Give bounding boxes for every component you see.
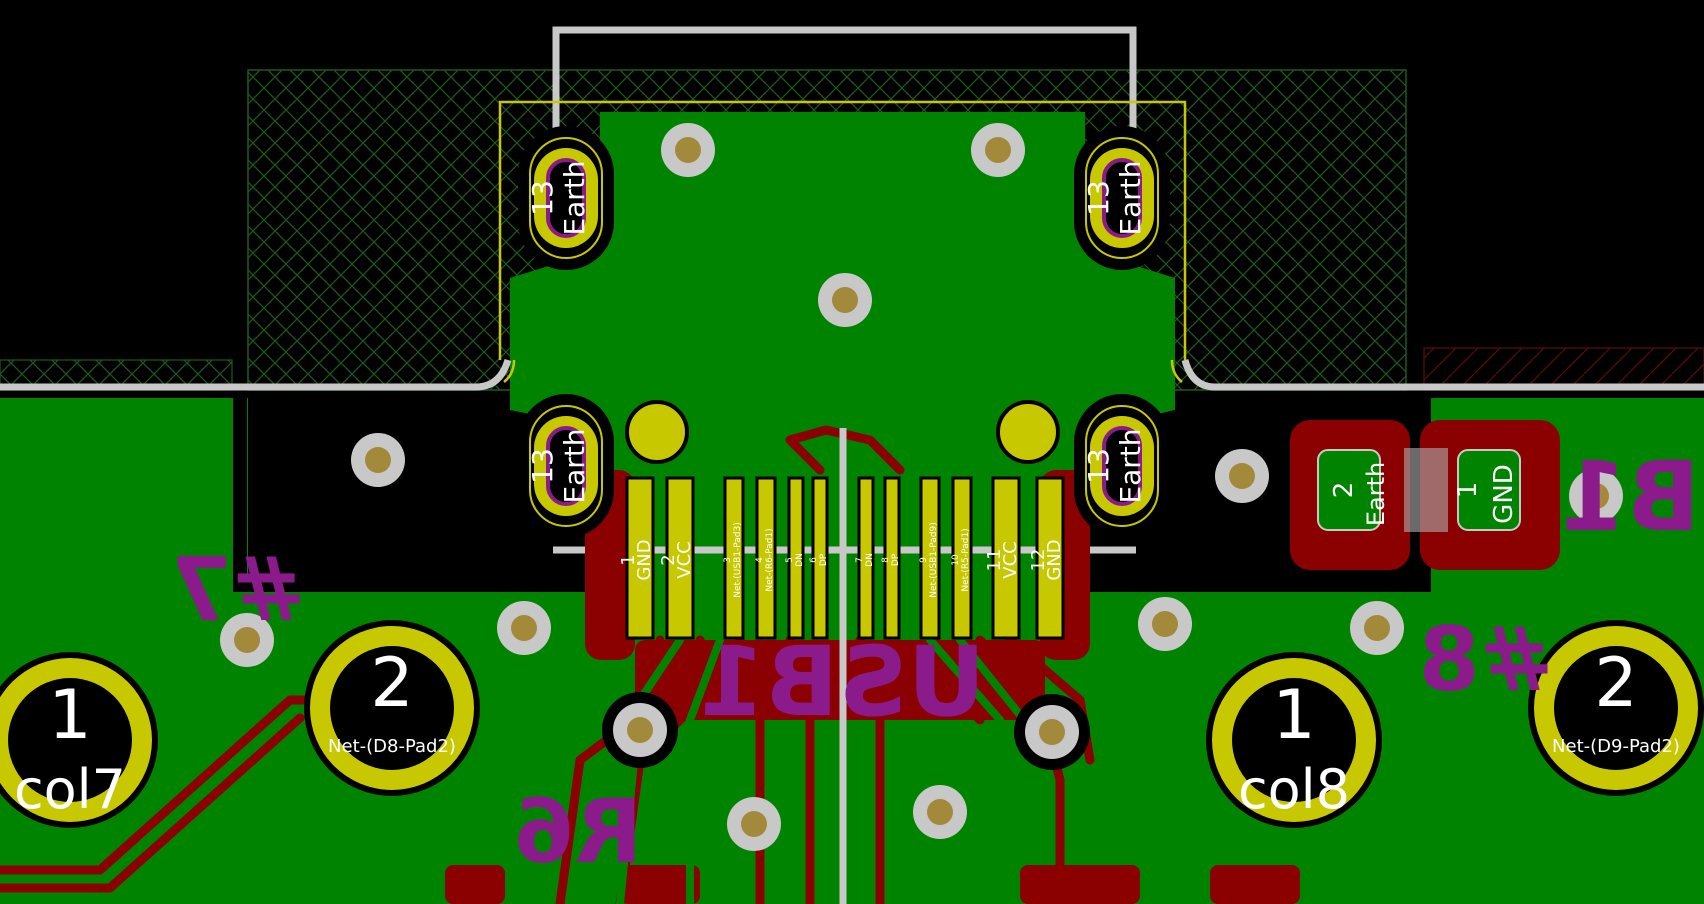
shield-pad-number: 13 — [1082, 448, 1115, 484]
shield-pad-net: Earth — [558, 160, 591, 235]
usb-signal-pad-number: 10 — [951, 554, 961, 566]
via-drill — [675, 137, 701, 163]
connector-mounting-holes[interactable] — [625, 400, 1060, 464]
silk-usb1: USB1 — [698, 626, 985, 738]
usb-signal-pad-number: 4 — [755, 557, 765, 563]
via-drill — [741, 811, 767, 837]
switch-pad-number: 2 — [1594, 644, 1637, 723]
via-drill — [1229, 463, 1255, 489]
b1-pad2-label: 2 — [1329, 482, 1359, 499]
via-drill — [985, 137, 1011, 163]
via-drill — [511, 615, 537, 641]
usb-signal-pad[interactable] — [1035, 476, 1065, 640]
usb-signal-pad-number: 6 — [809, 557, 819, 563]
usb-signal-pad[interactable] — [787, 476, 805, 640]
switch-pad-number: 1 — [48, 676, 91, 755]
via-drill — [1152, 611, 1178, 637]
switch-pad-net: col8 — [1238, 758, 1350, 821]
usb-signal-pad-number: 7 — [855, 557, 865, 563]
shield-pad-number: 13 — [526, 180, 559, 216]
usb-signal-pad[interactable] — [991, 476, 1021, 640]
usb-signal-pad-net: Net-(R6-Pad1) — [765, 528, 775, 591]
slot-drill — [546, 158, 586, 238]
usb-signal-pad-net: DN — [865, 553, 875, 567]
usb-signal-pad[interactable] — [723, 476, 745, 640]
pad-drill — [1554, 646, 1678, 770]
usb-signal-pad[interactable] — [883, 476, 901, 640]
silk-b1: B1 — [1560, 441, 1700, 553]
b1-pad2-net: Earth — [1362, 462, 1390, 526]
via-drill — [627, 717, 653, 743]
silk-r6: R6 — [514, 780, 643, 883]
pad-drill — [8, 678, 132, 802]
usb-signal-pad[interactable] — [951, 476, 973, 640]
shield-pad-courtyard — [529, 405, 603, 527]
shield-pad-number: 13 — [1082, 180, 1115, 216]
usb-signal-pad-net: Net-(USB1-Pad9) — [929, 522, 939, 598]
usb-signal-pad-number: 5 — [785, 557, 795, 563]
via-drill — [1364, 615, 1390, 641]
slot-drill — [1102, 426, 1142, 506]
via-group[interactable] — [220, 123, 1623, 851]
back-silkscreen: USB1 #7 #8 R6 B1 — [171, 441, 1700, 883]
shield-pad-courtyard — [1085, 405, 1159, 527]
shield-pad-number: 13 — [526, 448, 559, 484]
usb-signal-pad[interactable] — [811, 476, 829, 640]
usb-signal-pad-number: 3 — [723, 557, 733, 563]
switch-pad-net: Net-(D8-Pad2) — [328, 736, 456, 757]
silk-switch-8: #8 — [1419, 608, 1554, 711]
usb-signal-pad-net: GND — [634, 539, 655, 580]
shield-pad-courtyard — [1085, 137, 1159, 259]
courtyard-outline — [498, 100, 1187, 383]
switch-pad-net: col7 — [14, 758, 126, 821]
usb-signal-pad[interactable] — [755, 476, 777, 640]
via-drill — [234, 627, 260, 653]
via-drill — [927, 799, 953, 825]
usb-signal-pad-number: 2 — [658, 554, 679, 565]
usb-signal-pad-net: Net-(R5-Pad1) — [961, 528, 971, 591]
usb-signal-pad[interactable] — [919, 476, 941, 640]
usb-signal-pad-net: GND — [1044, 539, 1065, 580]
usb-signal-pad-net: VCC — [1000, 541, 1021, 578]
via-drill — [1583, 483, 1609, 509]
usb-signal-pad-number: 8 — [881, 557, 891, 563]
usb-signal-pad-net: DN — [795, 553, 805, 567]
part-b1-pads[interactable]: 2 Earth 1 GND — [1308, 440, 1530, 540]
via-drill — [1039, 719, 1065, 745]
switch-pad-number: 2 — [370, 644, 413, 723]
pad-drill — [330, 646, 454, 770]
shield-pad-net: Earth — [1114, 160, 1147, 235]
via-drill — [365, 447, 391, 473]
usb-signal-pad-net: VCC — [674, 541, 695, 578]
switch-pad-net: Net-(D9-Pad2) — [1552, 736, 1680, 757]
shield-pad-net: Earth — [558, 428, 591, 503]
usb-signal-pad-number: 1 — [618, 554, 639, 565]
usb-signal-pad-net: Net-(USB1-Pad3) — [733, 522, 743, 598]
b1-pad1-net: GND — [1489, 464, 1519, 524]
pad-drill — [1232, 678, 1356, 802]
shield-pad-net: Earth — [1114, 428, 1147, 503]
shield-pad-courtyard — [529, 137, 603, 259]
switch-pad-number: 1 — [1272, 676, 1315, 755]
usb-signal-pad[interactable] — [625, 476, 655, 640]
usb-signal-pad-number: 12 — [1028, 549, 1049, 572]
usb-signal-pad[interactable] — [857, 476, 875, 640]
via-drill — [832, 287, 858, 313]
usb-signal-pad-net: DP — [891, 553, 901, 566]
usb-signal-pad-net: DP — [819, 553, 829, 566]
usb-signal-pad[interactable] — [665, 476, 695, 640]
silk-switch-7: #7 — [171, 538, 306, 641]
b1-pad1-label: 1 — [1453, 482, 1483, 499]
slot-drill — [546, 426, 586, 506]
usb-signal-pad-number: 11 — [984, 549, 1005, 572]
usb-signal-pad-number: 9 — [919, 557, 929, 563]
slot-drill — [1102, 158, 1142, 238]
